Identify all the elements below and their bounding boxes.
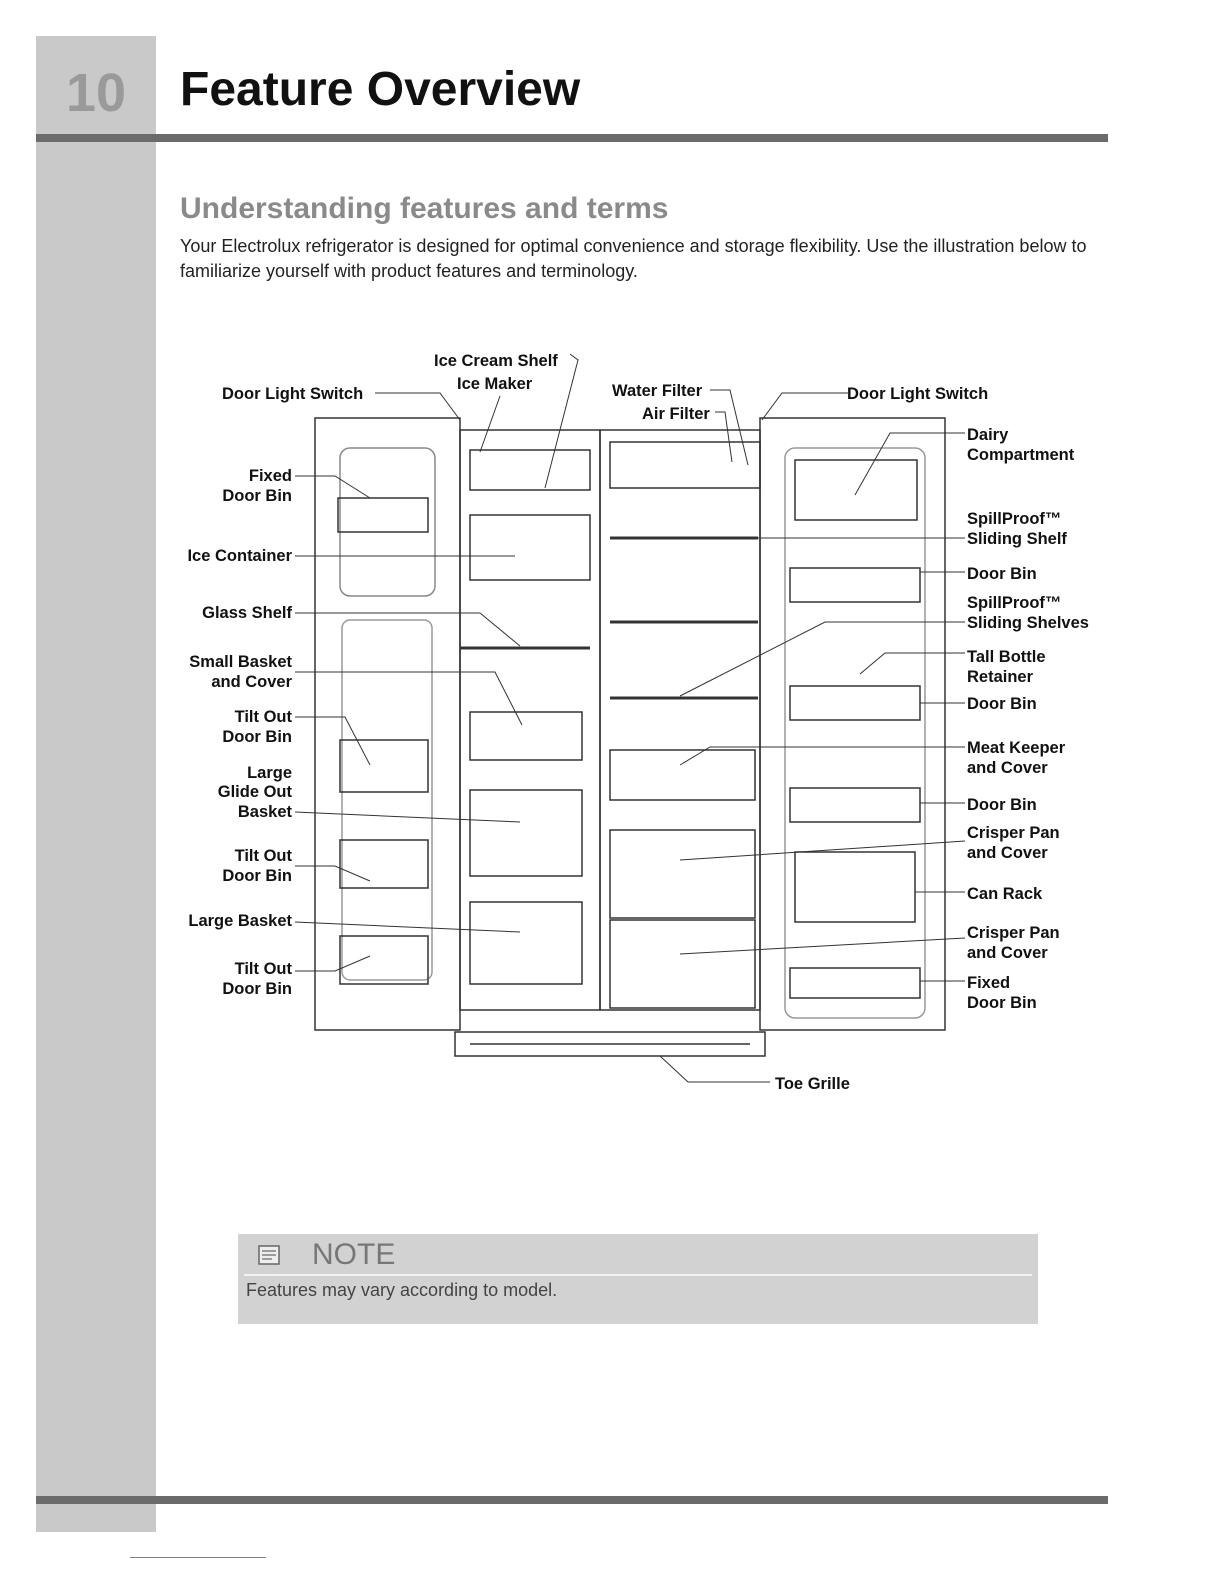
label-spillproof-shelf-1: SpillProof™ [967, 510, 1061, 528]
label-ice-container: Ice Container [187, 547, 292, 565]
note-pad-icon [258, 1245, 280, 1265]
ice-container [469, 514, 591, 581]
label-dairy-2: Compartment [967, 446, 1075, 464]
label-tall-bottle-2: Retainer [967, 668, 1034, 686]
label-spillproof-shelf-2: Sliding Shelf [967, 530, 1067, 548]
page-title: Feature Overview [180, 63, 581, 116]
fresh-food-compartment [599, 429, 761, 1011]
label-toe-grille: Toe Grille [775, 1075, 850, 1093]
label-glass-shelf: Glass Shelf [202, 604, 292, 622]
note-box: NOTE Features may vary according to mode… [238, 1234, 1038, 1324]
label-ice-cream-shelf: Ice Cream Shelf [434, 352, 558, 370]
label-crisper-1a: Crisper Pan [967, 824, 1060, 842]
label-spillproof-shelves-1: SpillProof™ [967, 594, 1061, 612]
label-large-glide-3: Basket [238, 803, 293, 821]
crisper-pan-upper [609, 829, 756, 919]
left-door [314, 417, 461, 1031]
right-door [759, 417, 946, 1031]
toe-grille [454, 1031, 766, 1057]
label-can-rack: Can Rack [967, 885, 1043, 903]
label-tilt-out-1b: Door Bin [222, 728, 292, 746]
label-spillproof-shelves-2: Sliding Shelves [967, 614, 1089, 632]
label-water-filter: Water Filter [612, 382, 703, 400]
label-large-glide-1: Large [247, 764, 292, 782]
label-crisper-1b: and Cover [967, 844, 1048, 862]
label-tall-bottle-1: Tall Bottle [967, 648, 1046, 666]
label-tilt-out-3b: Door Bin [222, 980, 292, 998]
refrigerator-diagram: Ice Cream Shelf Ice Maker Door Light Swi… [187, 352, 1089, 1093]
label-tilt-out-2b: Door Bin [222, 867, 292, 885]
label-tilt-out-2a: Tilt Out [235, 847, 293, 865]
page-number: 10 [65, 63, 127, 123]
note-divider [244, 1274, 1032, 1276]
label-large-basket: Large Basket [188, 912, 292, 930]
can-rack [794, 851, 916, 923]
door-bin-right-1 [789, 567, 921, 603]
intro-paragraph: Your Electrolux refrigerator is designed… [180, 236, 1087, 281]
label-door-light-switch-right: Door Light Switch [847, 385, 988, 403]
fixed-door-bin-right [789, 967, 921, 999]
label-fixed-door-bin-right-2: Door Bin [967, 994, 1037, 1012]
label-small-basket-2: and Cover [211, 673, 292, 691]
label-tilt-out-1a: Tilt Out [235, 708, 293, 726]
footer-rule [36, 1496, 1108, 1504]
label-ice-maker: Ice Maker [457, 375, 533, 393]
large-basket [469, 901, 583, 985]
water-filter-housing [609, 441, 761, 489]
fixed-door-bin-left [337, 497, 429, 533]
label-door-light-switch-left: Door Light Switch [222, 385, 363, 403]
header-rule [36, 134, 1108, 142]
meat-keeper [609, 749, 756, 801]
tilt-out-bin-3 [339, 935, 429, 985]
label-crisper-2a: Crisper Pan [967, 924, 1060, 942]
label-meat-keeper-2: and Cover [967, 759, 1048, 777]
dairy-compartment [794, 459, 918, 521]
label-tilt-out-3a: Tilt Out [235, 960, 293, 978]
crisper-pan-lower [609, 919, 756, 1009]
door-bin-right-2 [789, 685, 921, 721]
label-door-bin-right-1: Door Bin [967, 565, 1037, 583]
label-small-basket-1: Small Basket [189, 653, 292, 671]
small-basket [469, 711, 583, 761]
ice-maker [469, 449, 591, 491]
freezer-compartment [459, 429, 601, 1011]
note-title: NOTE [312, 1238, 396, 1271]
footer-underline [130, 1557, 266, 1558]
door-bin-right-3 [789, 787, 921, 823]
label-meat-keeper-1: Meat Keeper [967, 739, 1066, 757]
page-sidebar [36, 36, 156, 1532]
label-air-filter: Air Filter [642, 405, 710, 423]
label-large-glide-2: Glide Out [218, 783, 293, 801]
label-dairy-1: Dairy [967, 426, 1009, 444]
tilt-out-bin-1 [339, 739, 429, 793]
label-fixed-door-bin-left-2: Door Bin [222, 487, 292, 505]
tilt-out-bin-2 [339, 839, 429, 889]
note-text: Features may vary according to model. [246, 1280, 558, 1300]
label-door-bin-right-2: Door Bin [967, 695, 1037, 713]
section-heading: Understanding features and terms [180, 192, 669, 225]
label-crisper-2b: and Cover [967, 944, 1048, 962]
label-fixed-door-bin-right-1: Fixed [967, 974, 1010, 992]
label-door-bin-right-3: Door Bin [967, 796, 1037, 814]
label-fixed-door-bin-left-1: Fixed [249, 467, 292, 485]
large-glide-out-basket [469, 789, 583, 877]
